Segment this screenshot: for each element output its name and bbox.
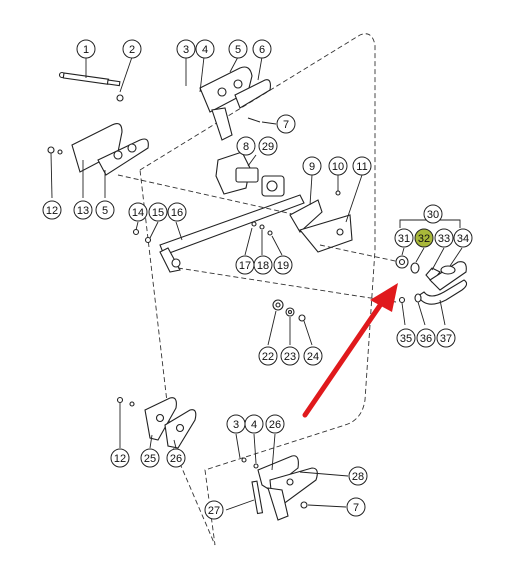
callout-number: 25 — [144, 453, 156, 465]
callout-17: 17 — [235, 255, 255, 275]
callout-13: 13 — [73, 200, 93, 220]
callout-number: 2 — [129, 44, 135, 56]
callout-number: 3 — [183, 44, 189, 56]
callout-27: 27 — [204, 500, 224, 520]
spacer-set — [272, 299, 306, 322]
callout-number: 27 — [208, 505, 220, 517]
callout-7: 7 — [276, 114, 296, 134]
callout-7: 7 — [346, 497, 366, 517]
callout-number: 26 — [170, 453, 182, 465]
callout-number: 18 — [257, 260, 269, 272]
callout-4: 4 — [195, 39, 215, 59]
callout-number: 35 — [400, 333, 412, 345]
lower-left-brackets — [144, 397, 197, 449]
callout-18: 18 — [253, 255, 273, 275]
callout-30: 30 — [423, 204, 443, 224]
callout-24: 24 — [303, 346, 323, 366]
callout-number: 14 — [132, 207, 144, 219]
callout-14: 14 — [128, 202, 148, 222]
callout-number: 17 — [239, 260, 251, 272]
upper-hinge-bracket — [199, 66, 271, 141]
support-arm — [159, 194, 305, 273]
callout-22: 22 — [258, 346, 278, 366]
callout-10: 10 — [328, 156, 348, 176]
callout-number: 24 — [307, 351, 319, 363]
callout-15: 15 — [148, 202, 168, 222]
callout-1: 1 — [76, 39, 96, 59]
callout-23: 23 — [280, 346, 300, 366]
callout-8: 8 — [236, 136, 256, 156]
callout-35: 35 — [396, 328, 416, 348]
callout-number: 36 — [420, 333, 432, 345]
lower-hinge-assembly — [251, 455, 318, 521]
callout-number: 30 — [427, 209, 439, 221]
callout-number: 9 — [309, 161, 315, 173]
callout-number: 7 — [283, 119, 289, 131]
callout-number: 22 — [262, 351, 274, 363]
gas-strut — [58, 71, 121, 87]
callout-3: 3 — [226, 414, 246, 434]
pointer-arrow — [302, 283, 398, 418]
callout-number: 11 — [356, 161, 367, 173]
callout-34: 34 — [453, 228, 473, 248]
callout-28: 28 — [348, 466, 368, 486]
callout-26: 26 — [265, 414, 285, 434]
callout-3: 3 — [176, 39, 196, 59]
callout-number: 31 — [398, 233, 410, 245]
callout-number: 6 — [259, 44, 265, 56]
door-outline — [139, 33, 376, 546]
callout-5: 5 — [95, 200, 115, 220]
callout-4: 4 — [244, 414, 264, 434]
callout-5: 5 — [228, 39, 248, 59]
callout-31: 31 — [394, 228, 414, 248]
callout-number: 12 — [46, 205, 58, 217]
callout-6: 6 — [252, 39, 272, 59]
callout-16: 16 — [167, 202, 187, 222]
callout-number: 28 — [352, 471, 364, 483]
center-bracket — [289, 199, 353, 253]
left-mount-plate — [71, 123, 149, 176]
callout-number: 4 — [251, 419, 257, 431]
callout-number: 13 — [77, 205, 89, 217]
callout-36: 36 — [416, 328, 436, 348]
callout-11: 11 — [352, 156, 372, 176]
callout-12: 12 — [42, 200, 62, 220]
callout-number: 29 — [262, 141, 274, 153]
callout-number: 16 — [171, 207, 183, 219]
callout-25: 25 — [140, 448, 160, 468]
callout-number: 1 — [83, 44, 89, 56]
callout-number: 12 — [114, 453, 126, 465]
callout-26: 26 — [166, 448, 186, 468]
handle-assembly — [395, 255, 468, 305]
callout-number: 3 — [233, 419, 239, 431]
callout-number: 4 — [202, 44, 208, 56]
callout-29: 29 — [258, 136, 278, 156]
callout-number: 5 — [235, 44, 241, 56]
callout-number: 37 — [440, 333, 452, 345]
callout-number: 23 — [284, 351, 296, 363]
callout-33: 33 — [434, 228, 454, 248]
callout-number: 8 — [243, 141, 249, 153]
callout-2: 2 — [122, 39, 142, 59]
callout-number: 7 — [353, 502, 359, 514]
callout-number: 5 — [102, 205, 108, 217]
callout-number: 32 — [418, 233, 430, 245]
callout-37: 37 — [436, 328, 456, 348]
callout-12: 12 — [110, 448, 130, 468]
callout-number: 10 — [332, 161, 344, 173]
callout-number: 33 — [438, 233, 450, 245]
callout-number: 34 — [457, 233, 469, 245]
callout-number: 19 — [277, 260, 289, 272]
callout-32: 32 — [414, 228, 434, 248]
callout-number: 26 — [269, 419, 281, 431]
callout-number: 15 — [152, 207, 164, 219]
actuator-motor — [215, 151, 285, 197]
callout-9: 9 — [302, 156, 322, 176]
callout-19: 19 — [273, 255, 293, 275]
